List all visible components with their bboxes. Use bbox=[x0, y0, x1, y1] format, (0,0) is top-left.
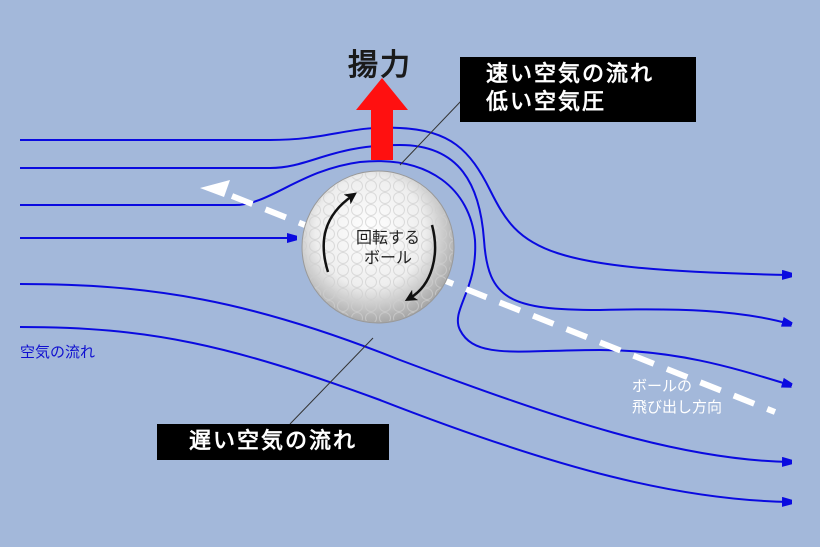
arrow-up-icon bbox=[356, 78, 408, 160]
streamline-3 bbox=[20, 160, 790, 385]
launch-direction bbox=[200, 180, 777, 415]
launch-label-line1: ボールの bbox=[632, 377, 693, 395]
air-flow-label: 空気の流れ bbox=[20, 343, 96, 361]
spin-label-line2: ボール bbox=[363, 248, 412, 267]
golf-ball bbox=[301, 170, 455, 324]
slow-flow-text: 遅い空気の流れ bbox=[188, 429, 357, 454]
launch-direction-label: ボールの 飛び出し方向 bbox=[632, 376, 722, 418]
slow-flow-leader bbox=[289, 337, 374, 425]
streamline-6 bbox=[19, 326, 790, 502]
fast-flow-leader bbox=[399, 99, 463, 166]
spin-label: 回転する ボール bbox=[338, 228, 438, 268]
streamlines bbox=[19, 126, 790, 502]
streamline-2 bbox=[20, 143, 790, 324]
streamline-1 bbox=[20, 126, 790, 275]
rotate-clockwise-icon bbox=[322, 192, 437, 302]
fast-flow-box: 速い空気の流れ 低い空気圧 bbox=[460, 57, 696, 122]
slow-flow-box: 遅い空気の流れ bbox=[157, 424, 389, 460]
launch-label-line2: 飛び出し方向 bbox=[632, 398, 723, 416]
lift-label: 揚力 bbox=[348, 48, 412, 83]
low-pressure-text: 低い空気圧 bbox=[486, 90, 607, 115]
streamline-5 bbox=[19, 283, 790, 462]
spin-label-line1: 回転する bbox=[355, 228, 420, 247]
dashed-arrow-icon bbox=[200, 180, 230, 197]
fast-flow-text: 速い空気の流れ bbox=[486, 62, 655, 87]
